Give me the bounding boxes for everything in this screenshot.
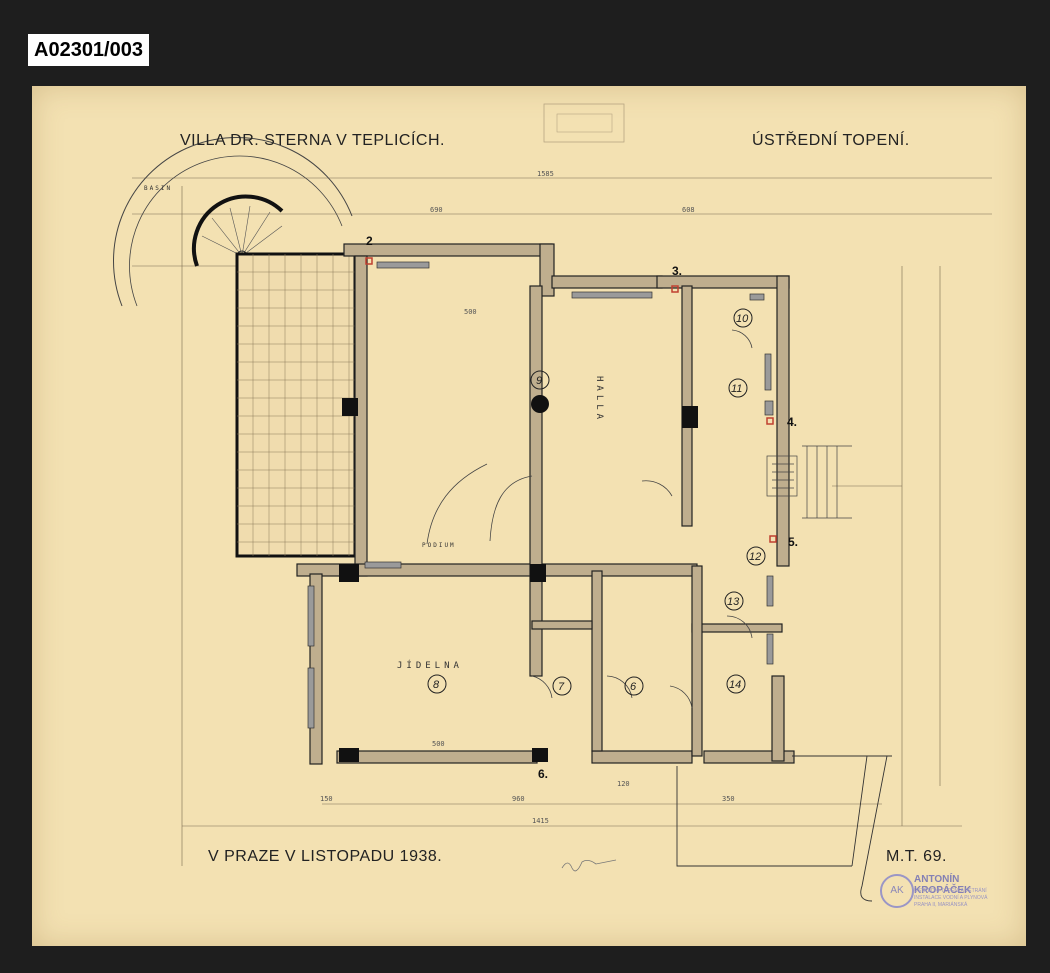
company-stamp: AK ANTONÍN KROPÁČEK ÚSTŘEDNÍ TOPENÍ A VĚ… bbox=[880, 872, 1010, 910]
radiators bbox=[307, 261, 774, 729]
archive-label: A02301/003 bbox=[28, 34, 149, 66]
room-number-13: 13 bbox=[727, 596, 740, 608]
riser-markers bbox=[365, 257, 777, 543]
place-date: V PRAZE V LISTOPADU 1938. bbox=[208, 848, 443, 865]
room-number-11: 11 bbox=[731, 383, 742, 395]
riser-6: 6. bbox=[538, 767, 548, 781]
stamp-line-3: PRAHA II, MARIÁNSKÁ bbox=[914, 902, 968, 908]
dim-total-width: 1415 bbox=[532, 817, 549, 825]
door-swings bbox=[426, 329, 753, 709]
dim-top-right: 608 bbox=[682, 206, 695, 214]
basin-outline bbox=[113, 137, 353, 307]
room-number-6: 6 bbox=[630, 681, 637, 693]
riser-3: 3. bbox=[672, 264, 682, 278]
stamp-name: ANTONÍN KROPÁČEK bbox=[914, 874, 972, 896]
signature bbox=[561, 859, 617, 872]
terrace bbox=[235, 252, 357, 558]
hall-column bbox=[531, 395, 549, 413]
basin-label: BASIN bbox=[144, 185, 172, 192]
drawing-subtitle: ÚSTŘEDNÍ TOPENÍ. bbox=[752, 132, 910, 149]
drawing-title: VILLA DR. STERNA V TEPLICÍCH. bbox=[180, 132, 445, 149]
dim-bottom-mid: 120 bbox=[617, 780, 630, 788]
dim-bottom-left: 150 bbox=[320, 795, 333, 803]
sheet-number: M.T. 69. bbox=[886, 848, 947, 865]
room-number-14: 14 bbox=[729, 679, 741, 691]
podium-label: PODIUM bbox=[422, 542, 456, 549]
room-name-dining: JÍDELNA bbox=[397, 659, 463, 671]
dim-right-block: 350 bbox=[722, 795, 735, 803]
dimension-lines bbox=[132, 177, 992, 866]
dim-left-room: 500 bbox=[464, 308, 477, 316]
stamp-line-1: ÚSTŘEDNÍ TOPENÍ A VĚTRÁNÍ bbox=[914, 888, 987, 894]
stamp-line-2: INSTALACE VODNÍ A PLYNOVÁ bbox=[914, 895, 988, 901]
room-number-7: 7 bbox=[558, 681, 565, 693]
dim-left-block: 960 bbox=[512, 795, 525, 803]
spiral-stair bbox=[191, 194, 284, 267]
dim-top-span: 1585 bbox=[537, 170, 554, 178]
room-name-hall: HALLA bbox=[594, 376, 604, 423]
floor-plan: 6 7 8 9 10 11 12 13 14 JÍDELNA HALLA BAS… bbox=[113, 103, 992, 902]
walls bbox=[296, 243, 795, 765]
room-markers bbox=[427, 308, 766, 696]
riser-4: 4. bbox=[787, 415, 797, 429]
tracing-box bbox=[543, 103, 625, 143]
riser-5: 5. bbox=[788, 535, 798, 549]
room-number-9: 9 bbox=[536, 375, 542, 387]
garden-outline bbox=[676, 755, 892, 902]
stamp-monogram: AK bbox=[880, 874, 914, 908]
dim-top-left: 690 bbox=[430, 206, 443, 214]
room-number-12: 12 bbox=[749, 551, 761, 563]
riser-2: 2 bbox=[366, 234, 373, 248]
room-number-10: 10 bbox=[736, 313, 749, 325]
columns bbox=[339, 398, 698, 762]
entrance-stairs bbox=[766, 445, 852, 519]
drawing-sheet: 6 7 8 9 10 11 12 13 14 JÍDELNA HALLA BAS… bbox=[32, 86, 1026, 946]
dim-dining-width: 500 bbox=[432, 740, 445, 748]
room-number-8: 8 bbox=[433, 679, 440, 691]
